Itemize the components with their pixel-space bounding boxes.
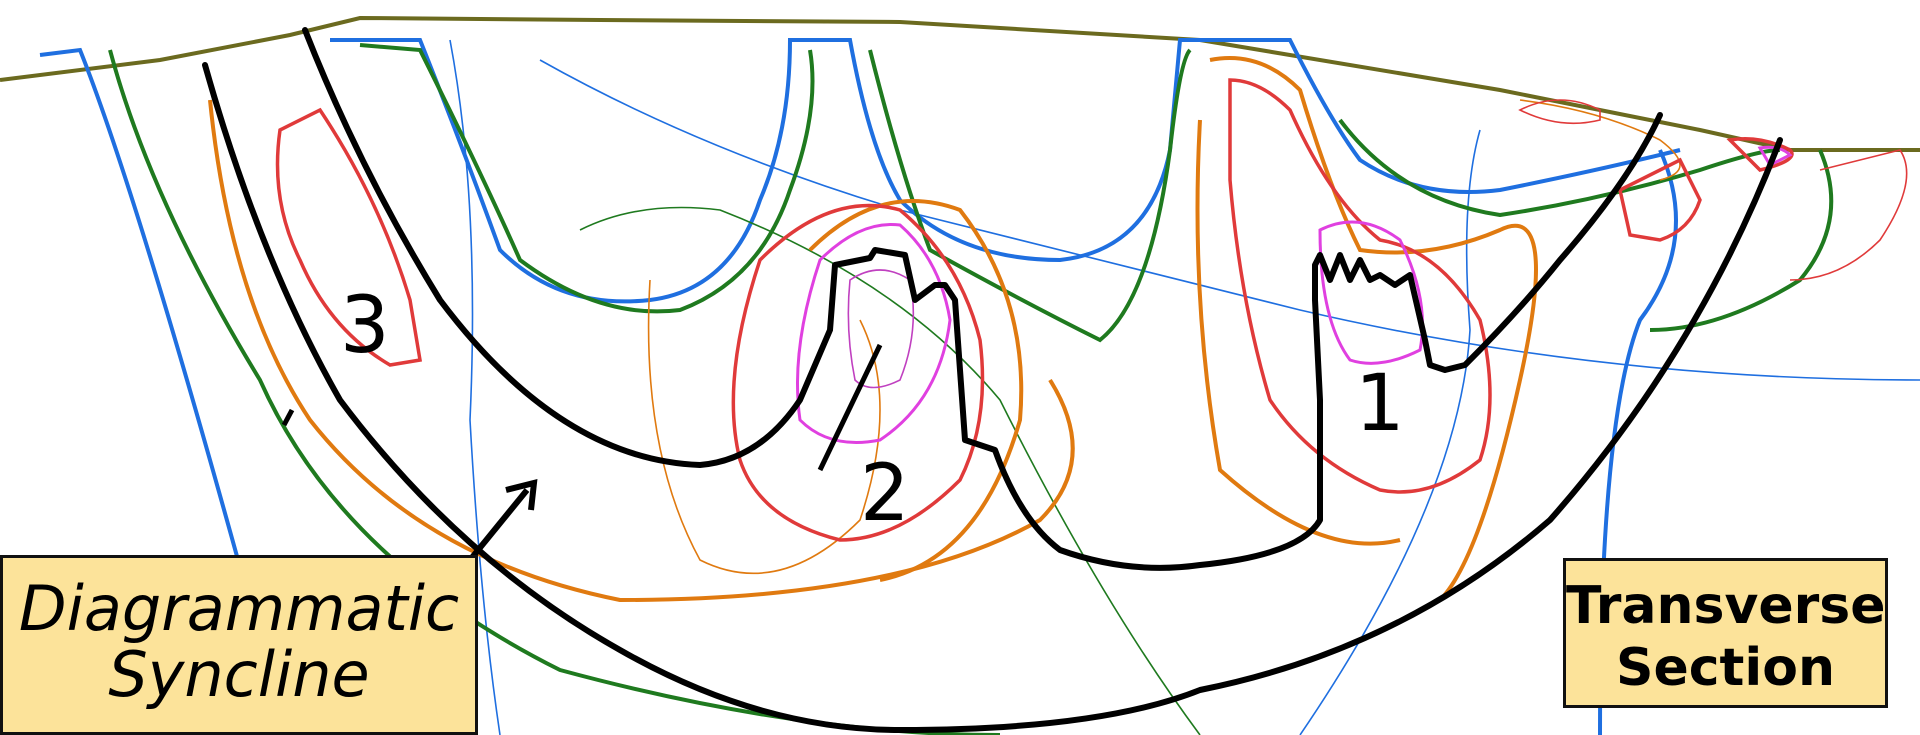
diagrammatic-syncline-label: Diagrammatic Syncline — [0, 555, 478, 735]
fold-number-3: 3 — [340, 281, 390, 371]
syncline-label-line-2: Syncline — [3, 642, 475, 708]
fold-number-1: 1 — [1355, 359, 1405, 449]
magenta-contours — [798, 147, 1791, 442]
syncline-label-line-1: Diagrammatic — [3, 576, 475, 642]
section-label-line-2: Section — [1566, 637, 1885, 699]
tick-mark — [284, 410, 292, 425]
ground-surface-line — [0, 18, 1920, 150]
arrow-to-syncline — [470, 483, 534, 560]
red-contours — [278, 80, 1793, 540]
section-label-line-1: Transverse — [1566, 575, 1885, 637]
transverse-section-label: Transverse Section — [1563, 558, 1888, 708]
fold-number-2: 2 — [860, 449, 910, 539]
thin-magenta-contour — [848, 270, 913, 388]
thin-red-contour — [1790, 150, 1907, 280]
thin-orange-contour — [649, 280, 880, 573]
